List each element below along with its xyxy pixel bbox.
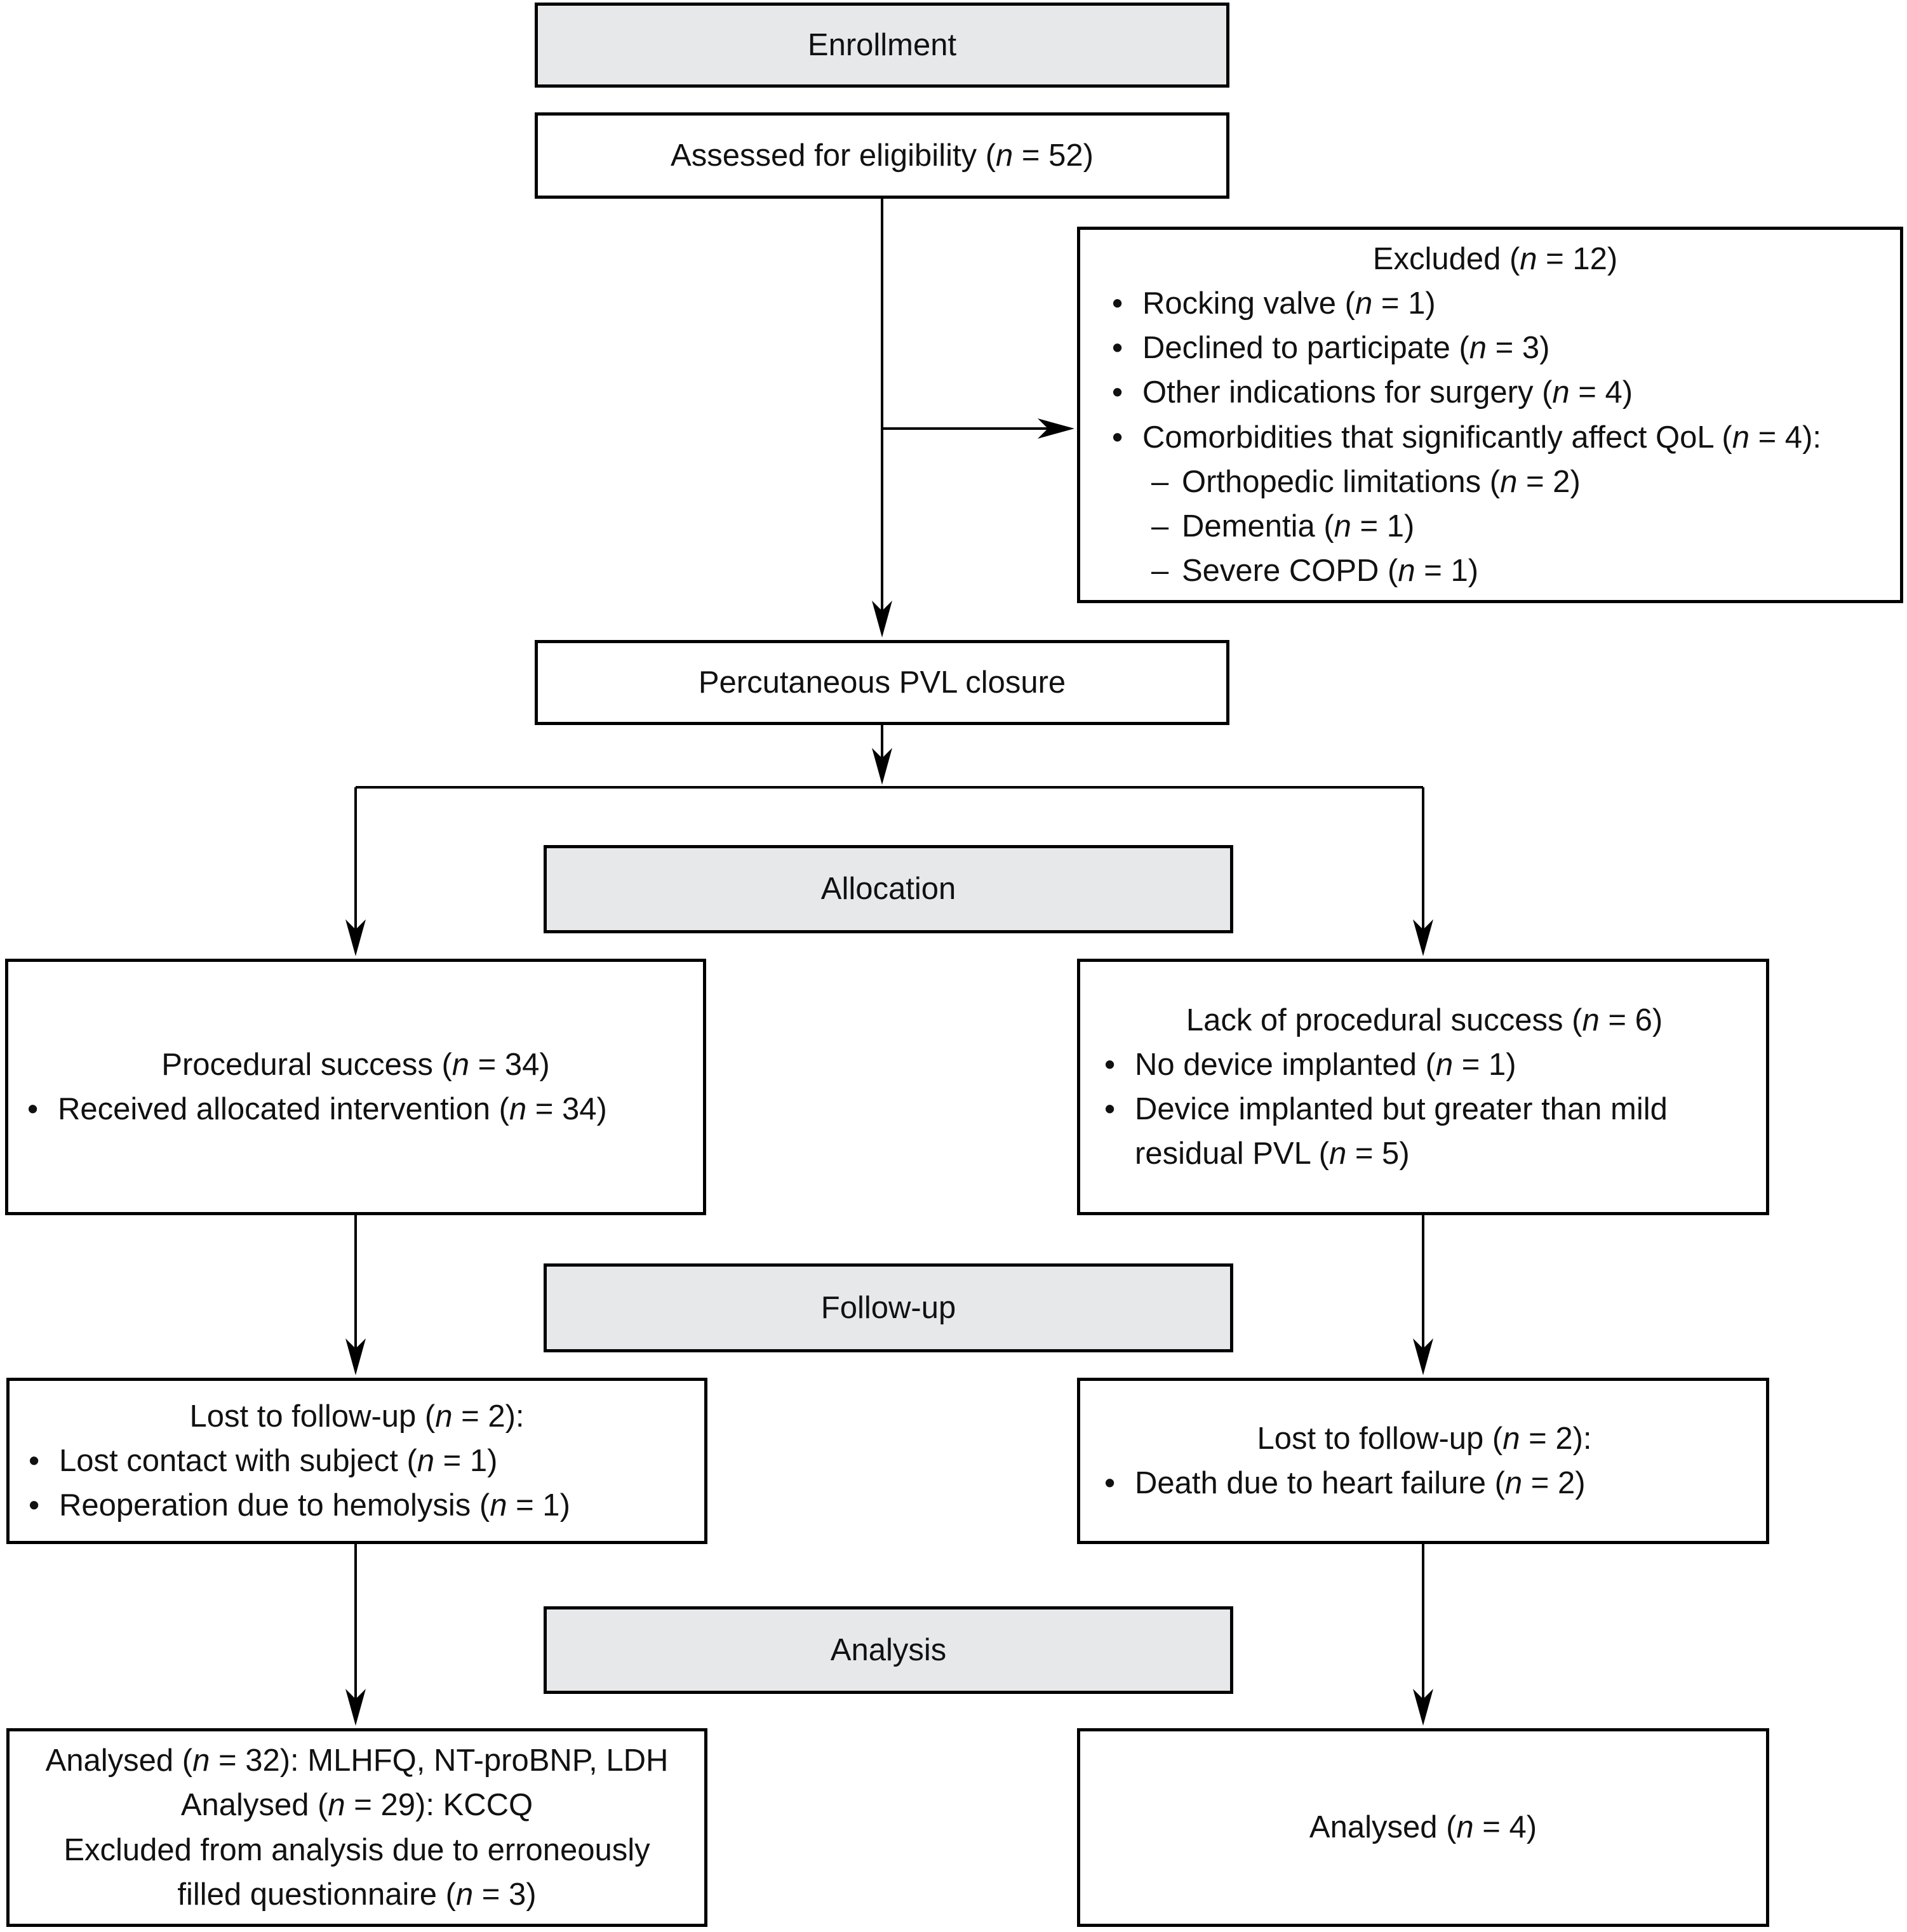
bullet-marker: • <box>1104 1466 1116 1500</box>
bullet-marker: • <box>1104 1092 1116 1126</box>
bullet-item: • Death due to heart failure (n = 2) <box>1104 1461 1744 1505</box>
procedural-success-box: Procedural success (n = 34) • Received a… <box>5 959 706 1215</box>
excluded-list: • Rocking valve (n = 1) • Declined to pa… <box>1112 281 1878 592</box>
bullet-item: • Other indications for surgery (n = 4) <box>1112 370 1878 415</box>
lost-followup-right-box: Lost to follow-up (n = 2): • Death due t… <box>1077 1378 1769 1544</box>
box-title: Lost to follow-up (n = 2): <box>1257 1421 1592 1456</box>
dash-marker: – <box>1151 464 1169 499</box>
bullet-item: • Declined to participate (n = 3) <box>1112 326 1878 370</box>
stage-label: Follow-up <box>820 1290 956 1325</box>
sub-item: – Dementia (n = 1) <box>1151 504 1878 549</box>
pvl-closure-box: Percutaneous PVL closure <box>535 640 1229 725</box>
box-title: Lost to follow-up (n = 2): <box>189 1399 525 1434</box>
item-text: Other indications for surgery (n = 4) <box>1142 375 1633 410</box>
analysis-line: filled questionnaire (n = 3) <box>177 1877 537 1912</box>
bullet-item: • Device implanted but greater than mild… <box>1104 1087 1744 1176</box>
item-text: Rocking valve (n = 1) <box>1142 286 1436 321</box>
bullet-marker: • <box>1112 331 1123 366</box>
box-title: Procedural success (n = 34) <box>161 1047 550 1082</box>
stage-label: Allocation <box>820 872 956 907</box>
arrowhead-icon <box>345 1689 366 1726</box>
item-text: Declined to participate (n = 3) <box>1142 331 1550 366</box>
box-text: Percutaneous PVL closure <box>698 665 1066 700</box>
arrowhead-icon <box>1413 1689 1433 1726</box>
lost-followup-left-box: Lost to follow-up (n = 2): • Lost contac… <box>6 1378 707 1544</box>
box-title: Excluded (n = 12) <box>1372 242 1618 277</box>
bullet-marker: • <box>1112 420 1123 455</box>
stage-bar-enrollment: Enrollment <box>535 3 1229 88</box>
item-text: No device implanted (n = 1) <box>1135 1047 1516 1082</box>
bullet-item: • No device implanted (n = 1) <box>1104 1043 1744 1087</box>
item-text: Lost contact with subject (n = 1) <box>59 1443 498 1478</box>
item-text: Dementia (n = 1) <box>1182 509 1415 543</box>
analysis-line: Analysed (n = 32): MLHFQ, NT-proBNP, LDH <box>45 1743 669 1778</box>
bullet-item: • Reoperation due to hemolysis (n = 1) <box>29 1483 685 1528</box>
arrowhead-icon <box>345 1338 366 1375</box>
dash-marker: – <box>1151 553 1169 588</box>
arrowhead-icon <box>1413 919 1433 956</box>
bullet-item: • Rocking valve (n = 1) <box>1112 281 1878 326</box>
box-title: Lack of procedural success (n = 6) <box>1186 1003 1663 1037</box>
arrowhead-icon <box>1413 1338 1433 1375</box>
bullet-marker: • <box>1104 1047 1116 1082</box>
arrowhead-icon <box>872 601 892 637</box>
arrowhead-icon <box>345 919 366 956</box>
stage-bar-followup: Follow-up <box>544 1263 1233 1352</box>
bullet-marker: • <box>29 1443 40 1478</box>
bullet-marker: • <box>29 1488 40 1523</box>
stage-bar-allocation: Allocation <box>544 845 1233 933</box>
dash-marker: – <box>1151 509 1169 543</box>
arrowhead-icon <box>1038 418 1074 439</box>
analysis-line: Excluded from analysis due to erroneousl… <box>64 1832 650 1867</box>
bullet-marker: • <box>1112 375 1123 410</box>
analysed-right-box: Analysed (n = 4) <box>1077 1728 1769 1927</box>
lack-of-success-box: Lack of procedural success (n = 6) • No … <box>1077 959 1769 1215</box>
arrowhead-icon <box>872 748 892 785</box>
excluded-box: Excluded (n = 12) • Rocking valve (n = 1… <box>1077 227 1903 603</box>
item-text: Received allocated intervention (n = 34) <box>58 1092 607 1126</box>
item-text: Severe COPD (n = 1) <box>1182 553 1479 588</box>
stage-bar-analysis: Analysis <box>544 1606 1233 1694</box>
analysed-left-box: Analysed (n = 32): MLHFQ, NT-proBNP, LDH… <box>6 1728 707 1927</box>
stage-label: Enrollment <box>807 27 957 62</box>
sub-item: – Orthopedic limitations (n = 2) <box>1151 460 1878 504</box>
box-text: Analysed (n = 4) <box>1309 1810 1537 1845</box>
box-text: Assessed for eligibility (n = 52) <box>671 138 1094 173</box>
bullet-item: • Comorbidities that significantly affec… <box>1112 415 1878 460</box>
stage-label: Analysis <box>830 1632 947 1667</box>
item-text: Death due to heart failure (n = 2) <box>1135 1466 1586 1500</box>
bullet-marker: • <box>1112 286 1123 321</box>
bullet-item: • Lost contact with subject (n = 1) <box>29 1439 685 1483</box>
bullet-item: • Received allocated intervention (n = 3… <box>27 1087 684 1131</box>
item-text: Device implanted but greater than mild r… <box>1135 1092 1668 1171</box>
item-text: Comorbidities that significantly affect … <box>1142 420 1821 455</box>
assessed-eligibility-box: Assessed for eligibility (n = 52) <box>535 112 1229 199</box>
item-text: Reoperation due to hemolysis (n = 1) <box>59 1488 570 1523</box>
sub-item: – Severe COPD (n = 1) <box>1151 549 1878 593</box>
bullet-marker: • <box>27 1092 39 1126</box>
analysis-line: Analysed (n = 29): KCCQ <box>180 1788 533 1823</box>
item-text: Orthopedic limitations (n = 2) <box>1182 464 1581 499</box>
